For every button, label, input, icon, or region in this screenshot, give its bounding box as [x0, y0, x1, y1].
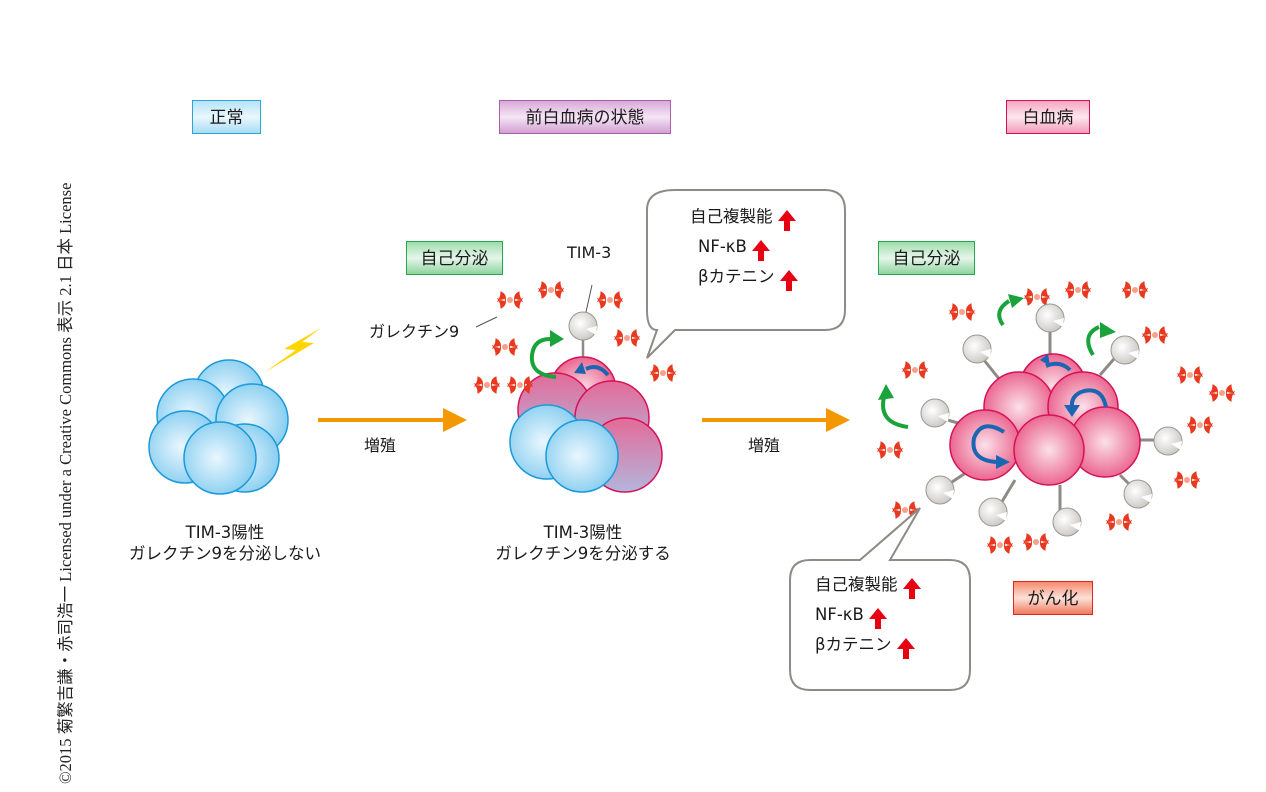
lightning-icon: [265, 328, 321, 372]
bubble-item: 自己複製能: [815, 570, 921, 600]
bubble-item-label: NF-κB: [698, 237, 747, 256]
preleukemia-cell-cluster: [509, 311, 663, 493]
caption-normal-line1: TIM-3陽性: [185, 523, 265, 542]
bubble-item: 自己複製能: [690, 202, 798, 232]
up-arrow-icon: [896, 637, 915, 659]
bubble-item-label: βカテニン: [698, 267, 775, 286]
bubble-item: NF-κB: [815, 600, 921, 630]
normal-cell-cluster: [148, 359, 289, 495]
caption-preleukemia-line2: ガレクチン9を分泌する: [495, 544, 671, 563]
leukemia-cell-cluster: [878, 294, 1183, 537]
up-arrow-icon: [868, 607, 887, 629]
tim3-annotation: TIM-3: [567, 243, 612, 262]
bubble-bottom-list: 自己複製能 NF-κB βカテニン: [815, 570, 921, 660]
galectin9-leader-line: [475, 316, 498, 328]
cancer-label: がん化: [1013, 581, 1093, 615]
bubble-item-label: 自己複製能: [815, 575, 898, 594]
stage-label-normal: 正常: [192, 100, 261, 134]
caption-normal-line2: ガレクチン9を分泌しない: [129, 544, 321, 563]
stage-label-preleukemia: 前白血病の状態: [499, 100, 671, 134]
autocrine-label-leukemia: 自己分泌: [878, 241, 975, 275]
autocrine-label-preleukemia: 自己分泌: [406, 241, 503, 275]
proliferation-label-1: 増殖: [364, 436, 397, 455]
galectin9-annotation: ガレクチン9: [369, 322, 460, 341]
bubble-item: βカテニン: [815, 630, 921, 660]
up-arrow-icon: [777, 209, 796, 231]
caption-preleukemia-line1: TIM-3陽性: [543, 523, 623, 542]
bubble-item: βカテニン: [698, 262, 798, 292]
speech-bubble-bottom: [789, 507, 971, 691]
caption-normal: TIM-3陽性 ガレクチン9を分泌しない: [110, 522, 340, 564]
up-arrow-icon: [751, 239, 770, 261]
speech-bubble-top: [646, 189, 846, 359]
bubble-item-label: 自己複製能: [690, 207, 773, 226]
up-arrow-icon: [779, 269, 798, 291]
bubble-item-label: βカテニン: [815, 635, 892, 654]
stage-label-leukemia: 白血病: [1006, 100, 1090, 134]
bubble-item: NF-κB: [698, 232, 798, 262]
up-arrow-icon: [902, 577, 921, 599]
caption-preleukemia: TIM-3陽性 ガレクチン9を分泌する: [468, 522, 698, 564]
bubble-top-list: 自己複製能 NF-κB βカテニン: [690, 202, 798, 292]
bubble-item-label: NF-κB: [815, 605, 864, 624]
proliferation-label-2: 増殖: [748, 436, 781, 455]
tim3-leader-line: [585, 284, 593, 313]
